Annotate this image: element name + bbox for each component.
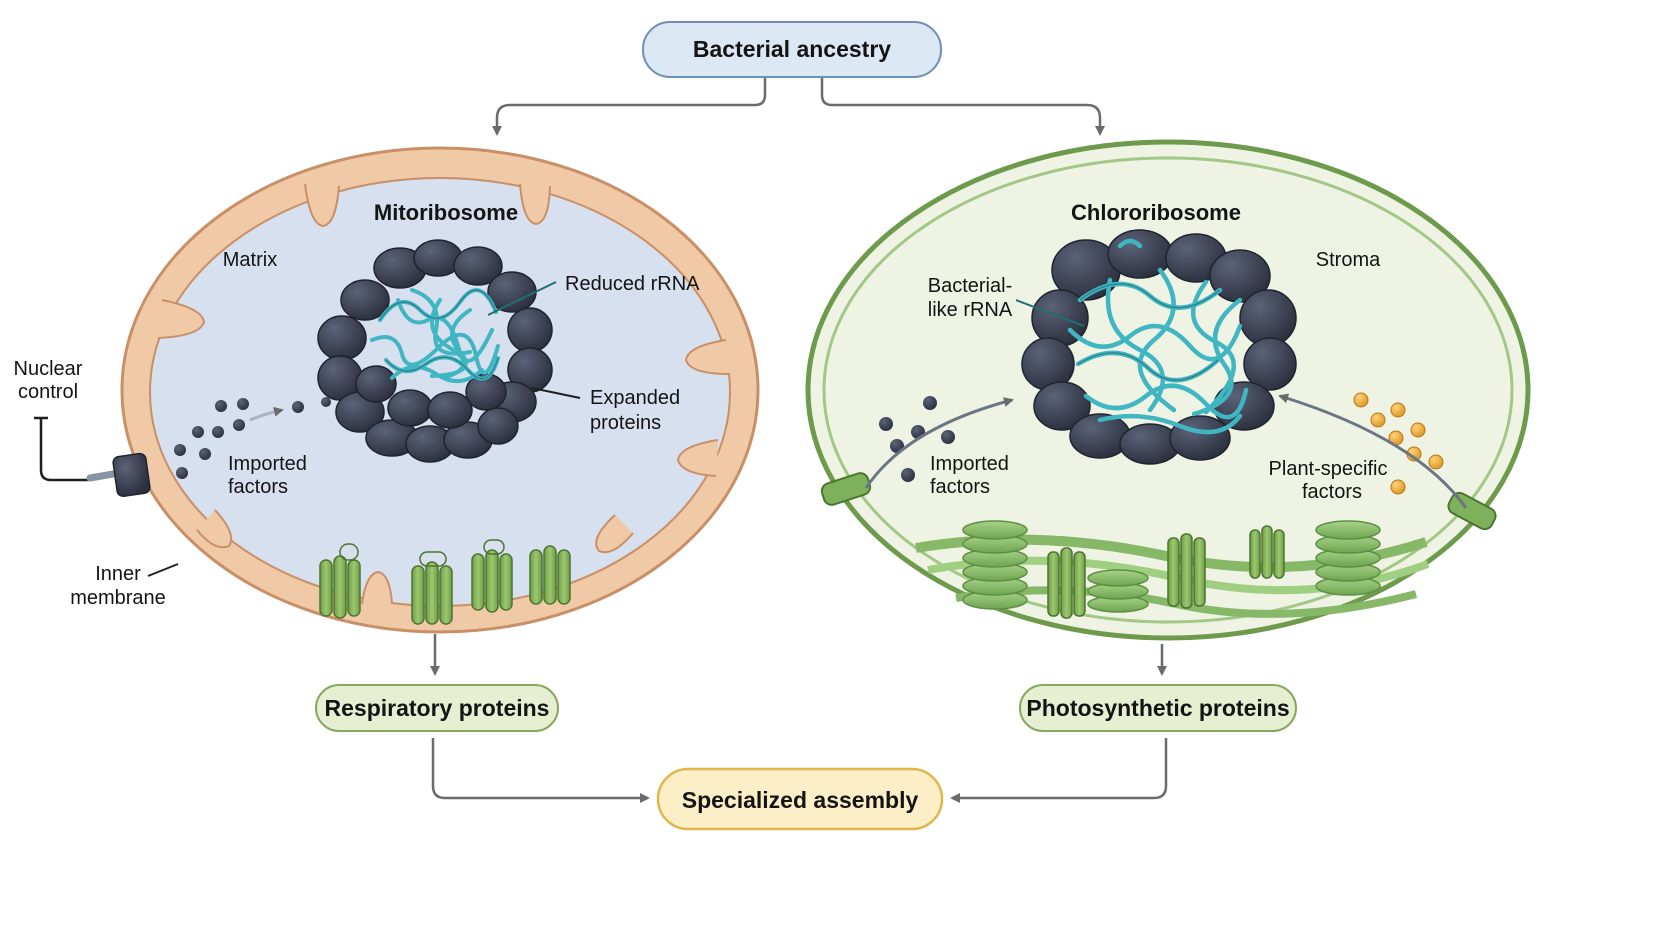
mitoribosome-label: Mitoribosome — [374, 200, 518, 225]
bacterial-ancestry-label: Bacterial ancestry — [693, 36, 891, 62]
arrow-photosynthetic-to-assembly — [950, 738, 1168, 803]
specialized-assembly-label: Specialized assembly — [682, 787, 919, 813]
stroma-label: Stroma — [1316, 249, 1381, 271]
photosynthetic-complexes — [1047, 525, 1285, 619]
nuclear-control-line — [34, 416, 90, 482]
mito-imported-label-2: factors — [228, 476, 288, 498]
mitoribosome — [317, 239, 553, 463]
arrow-to-chloroplast — [820, 78, 1105, 136]
photosynthetic-proteins-label: Photosynthetic proteins — [1026, 695, 1289, 721]
mitochondrion — [120, 146, 760, 634]
mito-imported-factors — [174, 397, 331, 479]
expanded-proteins-label-1: Expanded — [590, 387, 680, 409]
import-channel — [112, 452, 151, 498]
arrow-respiratory-to-assembly — [431, 738, 650, 803]
complex-2 — [411, 551, 453, 625]
respiratory-complexes — [319, 539, 571, 625]
respiratory-proteins-box: Respiratory proteins — [315, 684, 559, 732]
mito-import-arrow — [249, 406, 284, 422]
inner-membrane-leader — [147, 563, 179, 577]
reduced-rrna-label: Reduced rRNA — [565, 273, 700, 295]
expanded-proteins-label-2: proteins — [590, 412, 661, 434]
ps-complex-1 — [1047, 547, 1086, 619]
photosynthetic-proteins-box: Photosynthetic proteins — [1019, 684, 1297, 732]
complex-1 — [319, 543, 361, 619]
bacterial-rrna-leader — [1015, 299, 1085, 327]
complex-4 — [529, 545, 571, 605]
arrow-to-mitochondrion — [492, 78, 767, 136]
inner-membrane-label-2: membrane — [70, 587, 166, 609]
bacterial-rrna-label-1: Bacterial- — [928, 275, 1012, 297]
chlororibosome — [1021, 229, 1297, 465]
respiratory-proteins-label: Respiratory proteins — [325, 695, 550, 721]
chloro-imported-label-2: factors — [930, 476, 990, 498]
chloroplast — [805, 139, 1531, 641]
nuclear-control-label-1: Nuclear — [14, 358, 83, 380]
bacterial-ancestry-box: Bacterial ancestry — [642, 21, 942, 78]
matrix-label: Matrix — [223, 249, 277, 271]
chlororibosome-label: Chlororibosome — [1071, 200, 1241, 225]
chloro-imported-label-1: Imported — [930, 453, 1009, 475]
plant-specific-factors — [1353, 392, 1444, 495]
bacterial-rrna-label-2: like rRNA — [928, 299, 1013, 321]
ps-complex-2 — [1167, 533, 1206, 609]
plant-factor-arrow — [1278, 393, 1468, 509]
mito-imported-label-1: Imported — [228, 453, 307, 475]
reduced-rrna-leader — [487, 281, 557, 316]
nuclear-control-label-2: control — [18, 381, 78, 403]
expanded-proteins-leader — [531, 387, 581, 399]
specialized-assembly-box: Specialized assembly — [656, 767, 944, 831]
complex-3 — [471, 539, 513, 613]
ps-complex-3 — [1249, 525, 1285, 579]
plant-specific-label-2: factors — [1302, 481, 1362, 503]
granum-stacks — [962, 520, 1381, 613]
chloro-imported-factors — [879, 396, 955, 482]
plant-specific-label-1: Plant-specific — [1269, 458, 1388, 480]
inner-membrane-label-1: Inner — [95, 563, 141, 585]
chloro-import-arrow — [864, 397, 1014, 489]
